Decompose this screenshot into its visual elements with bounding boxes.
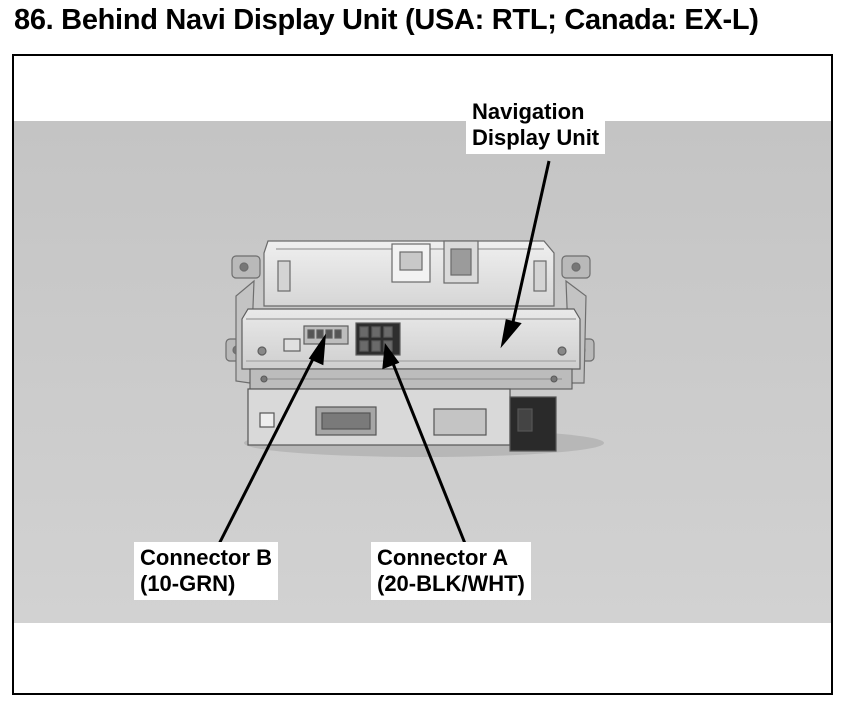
label-line: (20-BLK/WHT)	[377, 571, 525, 596]
connector-b	[283, 325, 349, 352]
label-line: Connector B	[140, 545, 272, 570]
navigation-unit-illustration	[14, 121, 831, 623]
connector-a-label: Connector A (20-BLK/WHT)	[371, 542, 531, 600]
label-line: Navigation	[472, 99, 585, 124]
navigation-display-unit	[241, 308, 581, 370]
figure-frame: Navigation Display Unit Connector B (10-…	[12, 54, 833, 695]
top-module	[263, 240, 555, 307]
unit-photo	[14, 121, 831, 623]
label-line: (10-GRN)	[140, 571, 236, 596]
connector-b-label: Connector B (10-GRN)	[134, 542, 278, 600]
label-line: Connector A	[377, 545, 509, 570]
leader-lines	[216, 160, 551, 547]
connector-a	[355, 322, 401, 356]
navigation-display-unit-label: Navigation Display Unit	[466, 96, 606, 154]
middle-rail	[249, 368, 573, 390]
page-title: 86. Behind Navi Display Unit (USA: RTL; …	[14, 4, 759, 36]
label-line: Display Unit	[472, 125, 600, 150]
